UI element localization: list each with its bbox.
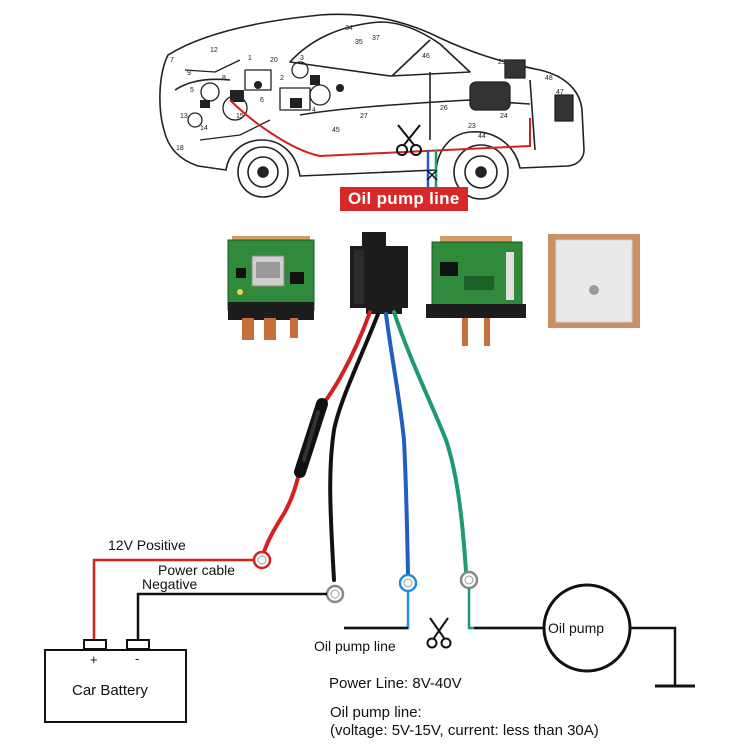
car-rear-wheel <box>453 144 509 200</box>
car-body-outline <box>159 13 585 177</box>
car-number: 27 <box>360 113 368 120</box>
car-number: 14 <box>200 125 208 132</box>
car-number: 1 <box>248 55 252 62</box>
relay-module-left <box>227 236 315 340</box>
ring-terminal-green <box>459 570 479 590</box>
label-negative: Negative <box>142 576 198 592</box>
car-front-wheel <box>237 146 289 198</box>
car-engine-parts <box>184 59 574 141</box>
battery-plus-sign: + <box>90 652 98 667</box>
label-power-cable: Power cable <box>158 562 236 578</box>
car-wire-loom-red <box>229 99 531 158</box>
car-number: 2 <box>280 75 284 82</box>
spec-power-line: Power Line: 8V-40V <box>329 675 462 692</box>
car-number: 20 <box>270 57 278 64</box>
car-number: 5 <box>190 87 194 94</box>
schematic-lines <box>92 558 695 688</box>
car-number: 8 <box>222 75 226 82</box>
car-number: 15 <box>236 113 244 120</box>
battery-minus-sign: - <box>135 651 140 666</box>
spec-oil-title: Oil pump line: <box>330 704 422 721</box>
ring-terminal-negative <box>325 584 345 604</box>
ring-terminal-blue <box>398 573 418 593</box>
car-number: 44 <box>478 133 486 140</box>
line-oil-blue <box>344 591 410 630</box>
car-number: 3 <box>300 55 304 62</box>
spec-oil-detail: (voltage: 5V-15V, current: less than 30A… <box>330 722 599 739</box>
car-number: 24 <box>500 113 508 120</box>
car-number: 23 <box>468 123 476 130</box>
label-oil-pump: Oil pump <box>548 620 605 636</box>
scissors-cut-icon <box>426 617 452 649</box>
car-number: 37 <box>372 35 380 42</box>
car-number: 35 <box>355 39 363 46</box>
car-number: 7 <box>170 57 174 64</box>
label-car-battery: Car Battery <box>72 682 148 699</box>
car-number: 34 <box>345 25 353 32</box>
car-number: 46 <box>422 53 430 60</box>
wire-blue <box>384 312 410 577</box>
wire-harness <box>262 310 468 582</box>
car-windows <box>289 21 471 77</box>
oil-pump-line-tag: Oil pump line <box>340 187 468 211</box>
wire-black-negative <box>328 312 380 582</box>
line-oil-green <box>467 588 545 630</box>
ring-terminal-positive <box>252 550 272 570</box>
car-number: 48 <box>545 75 553 82</box>
oil-pump-symbol <box>542 583 632 673</box>
wire-green <box>392 310 468 574</box>
car-part-numbers: 12 34 35 37 46 29 48 47 24 23 13 14 15 4… <box>170 25 564 152</box>
car-number: 4 <box>312 107 316 114</box>
label-12v-positive: 12V Positive <box>108 537 186 553</box>
line-negative <box>136 592 327 642</box>
cut-marker-icon <box>426 169 438 181</box>
car-number: 47 <box>556 89 564 96</box>
car-number: 26 <box>440 105 448 112</box>
label-oil-pump-line: Oil pump line <box>314 638 396 654</box>
car-number: 13 <box>180 113 188 120</box>
line-oil-ground <box>630 626 677 686</box>
car-number: 18 <box>176 145 184 152</box>
gps-antenna <box>548 234 640 328</box>
car-number: 45 <box>332 127 340 134</box>
car-number: 9 <box>187 70 191 77</box>
car-number: 6 <box>260 97 264 104</box>
car-battery <box>44 639 187 723</box>
wire-red-positive <box>320 310 372 408</box>
relay-black <box>350 232 408 314</box>
car-number: 29 <box>498 59 506 66</box>
scissors-icon <box>396 124 422 156</box>
car-number: 12 <box>210 47 218 54</box>
car-illustration <box>159 13 585 200</box>
line-positive <box>92 558 254 642</box>
relay-module-right <box>426 236 526 346</box>
